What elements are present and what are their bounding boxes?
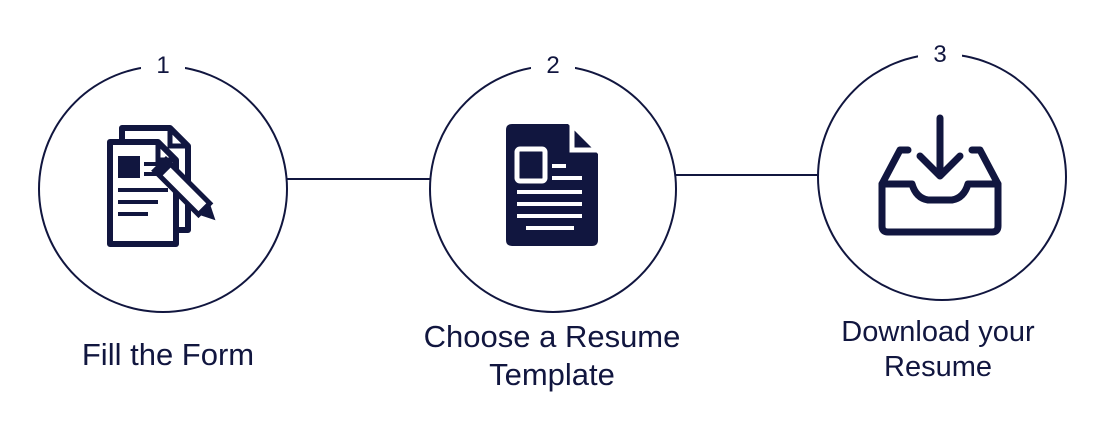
step-2-label: Choose a Resume Template	[423, 319, 681, 392]
step-2-number: 2	[531, 52, 575, 80]
step-3-label: Download your Resume	[841, 316, 1035, 383]
download-tray-icon	[878, 114, 1002, 236]
connector-1-2	[287, 178, 431, 180]
connector-2-3	[676, 174, 820, 176]
step-1-number: 1	[141, 52, 185, 80]
resume-document-icon	[506, 124, 598, 246]
step-1-label: Fill the Form	[81, 337, 255, 372]
document-pencil-icon	[107, 125, 216, 247]
step-3-number: 3	[918, 41, 962, 69]
